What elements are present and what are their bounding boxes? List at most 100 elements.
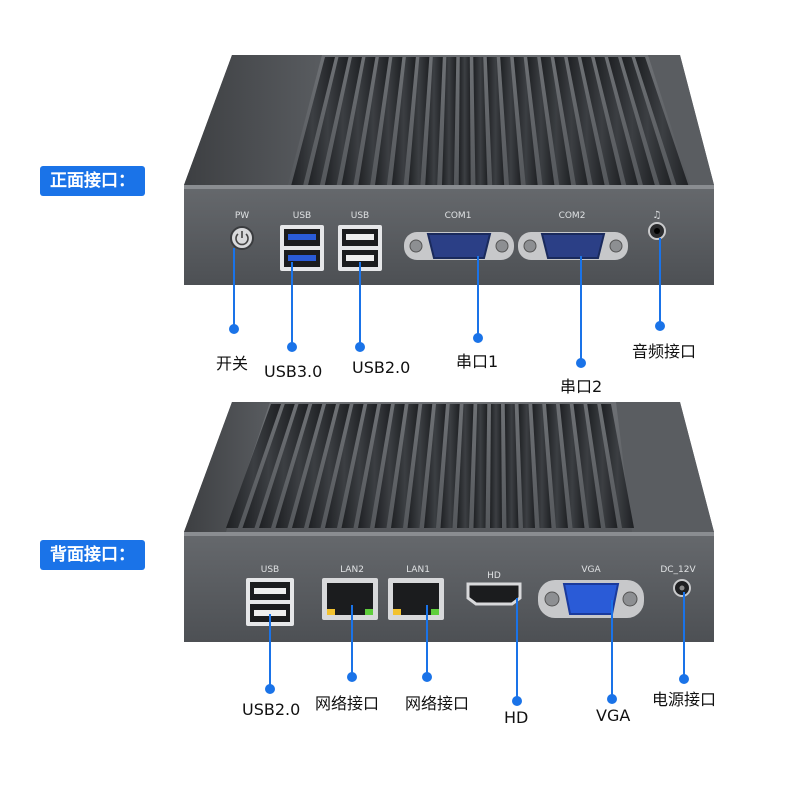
back-unit: USB LAN2 LAN1 HD VGA bbox=[184, 402, 714, 642]
usb2-callout-label: USB2.0 bbox=[352, 358, 411, 377]
heatsink-fin bbox=[500, 57, 522, 190]
heatsink-fin bbox=[473, 404, 488, 528]
heatsink-fin bbox=[358, 404, 391, 528]
lan1-callout-label: 网络接口 bbox=[405, 694, 470, 713]
dc-power-callout-label: 电源接口 bbox=[652, 690, 717, 709]
heatsink-fin bbox=[340, 57, 376, 190]
com1-port[interactable] bbox=[426, 233, 492, 259]
com2-screw-left bbox=[523, 239, 537, 253]
heatsink-fin bbox=[532, 404, 552, 528]
hd-port-label: HD bbox=[487, 571, 501, 581]
heatsink-fin bbox=[325, 404, 364, 528]
back-usb2-callout-label: USB2.0 bbox=[242, 700, 301, 719]
lan2-led-left bbox=[327, 609, 335, 615]
heatsink-fin bbox=[473, 57, 488, 190]
com1-screw-right bbox=[495, 239, 509, 253]
pw-port-label: PW bbox=[235, 211, 249, 221]
heatsink-fin bbox=[513, 57, 539, 190]
heatsink-fin bbox=[341, 404, 378, 528]
vga-port-label: VGA bbox=[581, 565, 601, 575]
front-callout-lines bbox=[233, 238, 661, 362]
heatsink-fin bbox=[518, 404, 535, 528]
heatsink-fin bbox=[292, 404, 336, 528]
heatsink-fin bbox=[635, 57, 690, 190]
heatsink-fin bbox=[391, 404, 419, 528]
heatsink-fin bbox=[573, 404, 601, 528]
vga-screw-left bbox=[544, 591, 560, 607]
dc-port-label: DC_12V bbox=[660, 565, 696, 575]
back-usb-tongue-bottom bbox=[254, 610, 286, 616]
lan2-callout-label: 网络接口 bbox=[315, 694, 380, 713]
front-panel-edge bbox=[184, 185, 714, 189]
audio-jack-hole bbox=[654, 228, 660, 234]
back-chassis-right bbox=[616, 402, 714, 532]
com2-screw-right bbox=[609, 239, 623, 253]
heatsink-fin bbox=[457, 404, 474, 528]
heatsink-fin bbox=[407, 404, 433, 528]
heatsink-fin bbox=[608, 57, 657, 190]
heatsink-fin bbox=[391, 57, 416, 190]
heatsink-fin bbox=[323, 57, 362, 190]
vga-callout-label: VGA bbox=[596, 706, 631, 725]
usb2-tongue-top bbox=[346, 234, 374, 240]
heatsink-fin bbox=[540, 57, 572, 190]
power-icon bbox=[235, 231, 249, 246]
lan1-led-right bbox=[431, 609, 439, 615]
heatsink-fin bbox=[527, 57, 556, 190]
heatsink-fin bbox=[408, 57, 430, 190]
heatsink-fin bbox=[424, 57, 443, 190]
heatsink-fin bbox=[567, 57, 606, 190]
lan1-port-label: LAN1 bbox=[406, 565, 430, 575]
heatsink-fin bbox=[275, 404, 323, 528]
heatsink-fin bbox=[441, 57, 457, 190]
front-callout-dots bbox=[229, 321, 665, 368]
heatsink-fin bbox=[242, 404, 295, 528]
com1-screw-left bbox=[409, 239, 423, 253]
back-callout-dots bbox=[265, 672, 689, 706]
heatsink-fin bbox=[374, 404, 405, 528]
heatsink-fin bbox=[458, 57, 471, 190]
lan2-port-label: LAN2 bbox=[340, 565, 364, 575]
heatsink-fin bbox=[546, 404, 568, 528]
vga-port[interactable] bbox=[562, 583, 620, 615]
heatsink-fin bbox=[587, 404, 618, 528]
headphone-icon: ♫ bbox=[653, 210, 662, 221]
heatsink-fin bbox=[424, 404, 446, 528]
com2-port[interactable] bbox=[540, 233, 606, 259]
front-heatsink-fins bbox=[290, 57, 690, 190]
hd-port[interactable] bbox=[466, 582, 522, 606]
audio-callout-label: 音频接口 bbox=[632, 342, 697, 361]
usb3-tongue-bottom bbox=[288, 255, 316, 261]
heatsink-fin bbox=[486, 57, 505, 190]
heatsink-fin bbox=[621, 57, 674, 190]
heatsink-fin bbox=[308, 404, 350, 528]
back-section-tag: 背面接口： bbox=[40, 540, 145, 570]
back-usb-tongue-top bbox=[254, 588, 286, 594]
heatsink-fin bbox=[559, 404, 585, 528]
serial2-callout-label: 串口2 bbox=[560, 377, 603, 396]
usb2-port-label: USB bbox=[351, 211, 369, 221]
back-heatsink-fins bbox=[226, 404, 634, 528]
usb3-tongue-top bbox=[288, 234, 316, 240]
serial1-callout-label: 串口1 bbox=[456, 352, 499, 371]
heatsink-fin bbox=[357, 57, 389, 190]
heatsink-fin bbox=[306, 57, 349, 190]
heatsink-fin bbox=[374, 57, 403, 190]
heatsink-fin bbox=[504, 404, 519, 528]
front-chassis-right bbox=[648, 55, 714, 185]
usb3-callout-label: USB3.0 bbox=[264, 362, 323, 381]
power-switch-label: 开关 bbox=[216, 354, 249, 373]
front-unit: PW USB USB COM1 COM2 bbox=[184, 55, 714, 285]
lan2-led-right bbox=[365, 609, 373, 615]
com2-port-label: COM2 bbox=[559, 211, 586, 221]
heatsink-fin bbox=[226, 404, 281, 528]
heatsink-fin bbox=[601, 404, 634, 528]
back-usb-port-label: USB bbox=[261, 565, 279, 575]
lan1-led-left bbox=[393, 609, 401, 615]
front-chassis-left bbox=[184, 55, 322, 185]
back-panel-edge bbox=[184, 532, 714, 536]
hd-callout-label: HD bbox=[504, 708, 529, 727]
usb3-port-label: USB bbox=[293, 211, 311, 221]
